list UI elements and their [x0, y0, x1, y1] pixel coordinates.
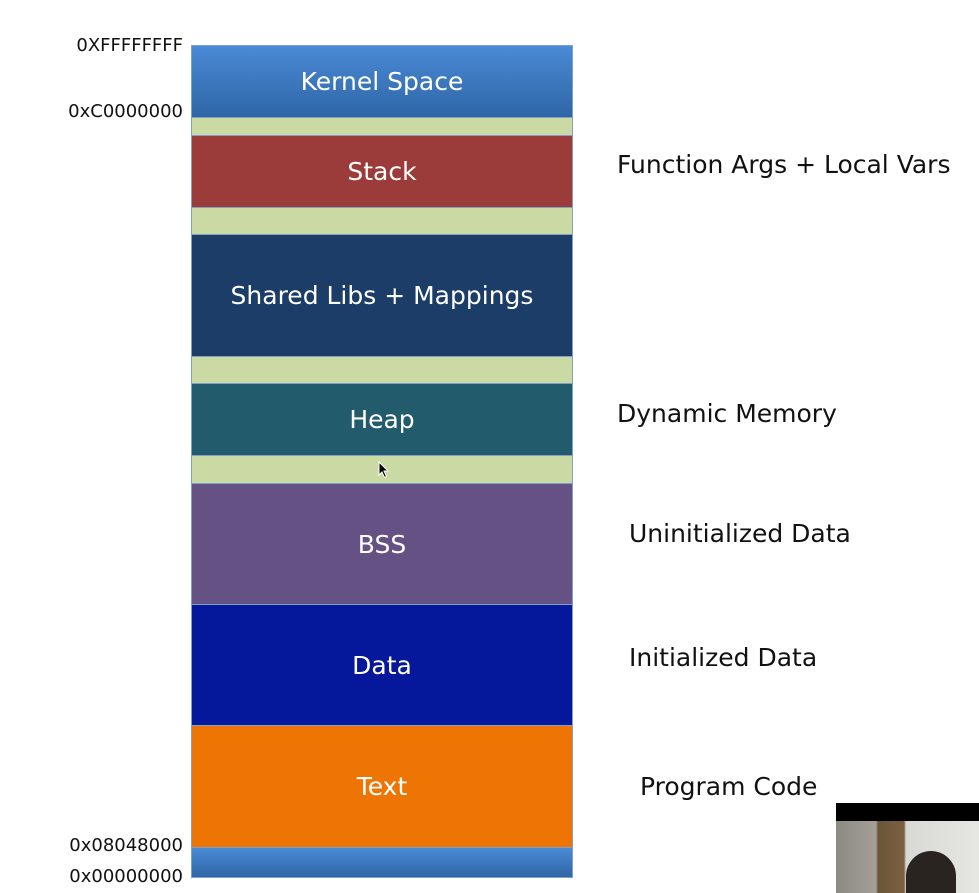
- segment-label: Heap: [349, 405, 415, 434]
- segment-gap: [191, 207, 573, 235]
- webcam-video: [836, 821, 979, 893]
- webcam-overlay: [836, 803, 979, 893]
- note-bss: Uninitialized Data: [629, 519, 851, 548]
- segment-heap: Heap: [191, 383, 573, 456]
- segment-label: BSS: [357, 529, 407, 559]
- segment-reserved-low: [191, 847, 573, 878]
- segment-data: Data: [191, 604, 573, 726]
- note-heap: Dynamic Memory: [617, 399, 837, 428]
- address-kernel-start: 0xC0000000: [68, 101, 183, 122]
- segment-gap: [191, 117, 573, 136]
- mouse-pointer-icon: [378, 461, 390, 479]
- segment-kernel-space: Kernel Space: [191, 45, 573, 118]
- address-top: 0XFFFFFFFF: [76, 35, 183, 56]
- note-text: Program Code: [640, 772, 818, 801]
- segment-label: Stack: [347, 157, 417, 186]
- segment-bss: BSS: [191, 483, 573, 605]
- segment-label: Data: [352, 650, 412, 680]
- segment-shared-libs: Shared Libs + Mappings: [191, 234, 573, 357]
- address-bottom: 0x00000000: [69, 866, 183, 887]
- note-stack: Function Args + Local Vars: [617, 150, 951, 179]
- segment-label: Kernel Space: [300, 67, 464, 96]
- segment-gap: [191, 356, 573, 384]
- segment-label: Text: [356, 772, 408, 801]
- note-data: Initialized Data: [629, 643, 818, 672]
- segment-stack: Stack: [191, 135, 573, 208]
- segment-text: Text: [191, 725, 573, 848]
- address-text-start: 0x08048000: [69, 835, 183, 856]
- segment-label: Shared Libs + Mappings: [230, 281, 534, 310]
